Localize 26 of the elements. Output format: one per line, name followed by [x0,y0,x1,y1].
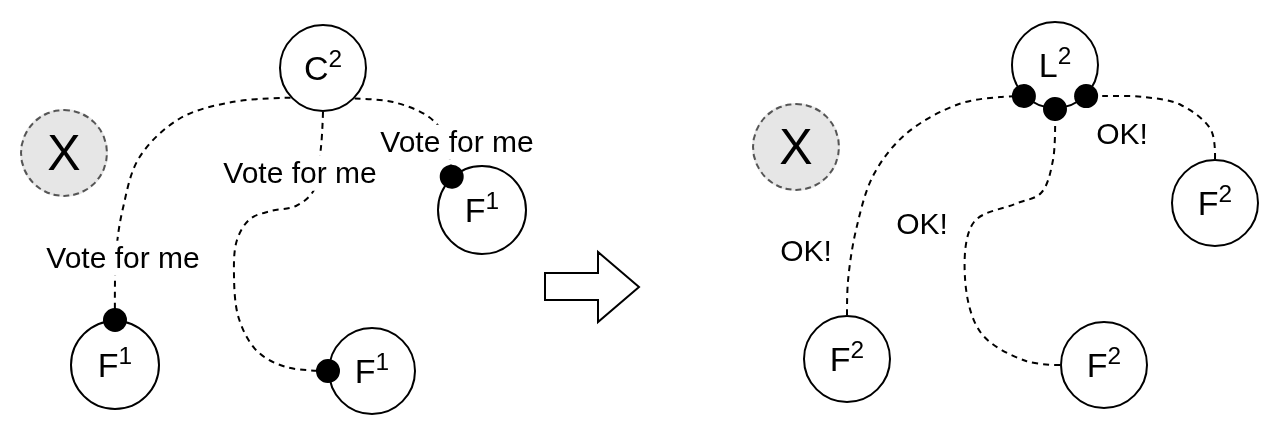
node-circle [70,320,160,410]
edge-label: Vote for me [221,155,379,191]
node-label: F$^{2}$ [1197,186,1233,220]
node-label: X [47,128,81,178]
node-circle [279,24,367,112]
node-label: F$^{1}$ [464,193,500,227]
dashed-connector [963,97,1067,366]
edge-label: Vote for me [378,124,536,160]
node-label: L$^{2}$ [1038,48,1072,82]
node-label: C$^{2}$ [303,51,343,85]
node-label: F$^{1}$ [97,348,133,382]
dashed-connector [103,96,292,332]
dashed-connector [1074,84,1217,160]
node-label: X [779,122,813,172]
node-label: F$^{2}$ [829,342,865,376]
node-circle [437,165,527,255]
node-circle [328,327,416,415]
dashed-connector [846,84,1036,316]
node-label: F$^{2}$ [1086,348,1122,382]
node-circle [1011,21,1099,109]
edge-label: Vote for me [44,240,202,276]
node-circle [803,315,891,403]
node-label: F$^{1}$ [354,354,390,388]
node-circle [1060,321,1148,409]
node-circle [1171,159,1259,247]
dashed-connector [232,111,340,383]
